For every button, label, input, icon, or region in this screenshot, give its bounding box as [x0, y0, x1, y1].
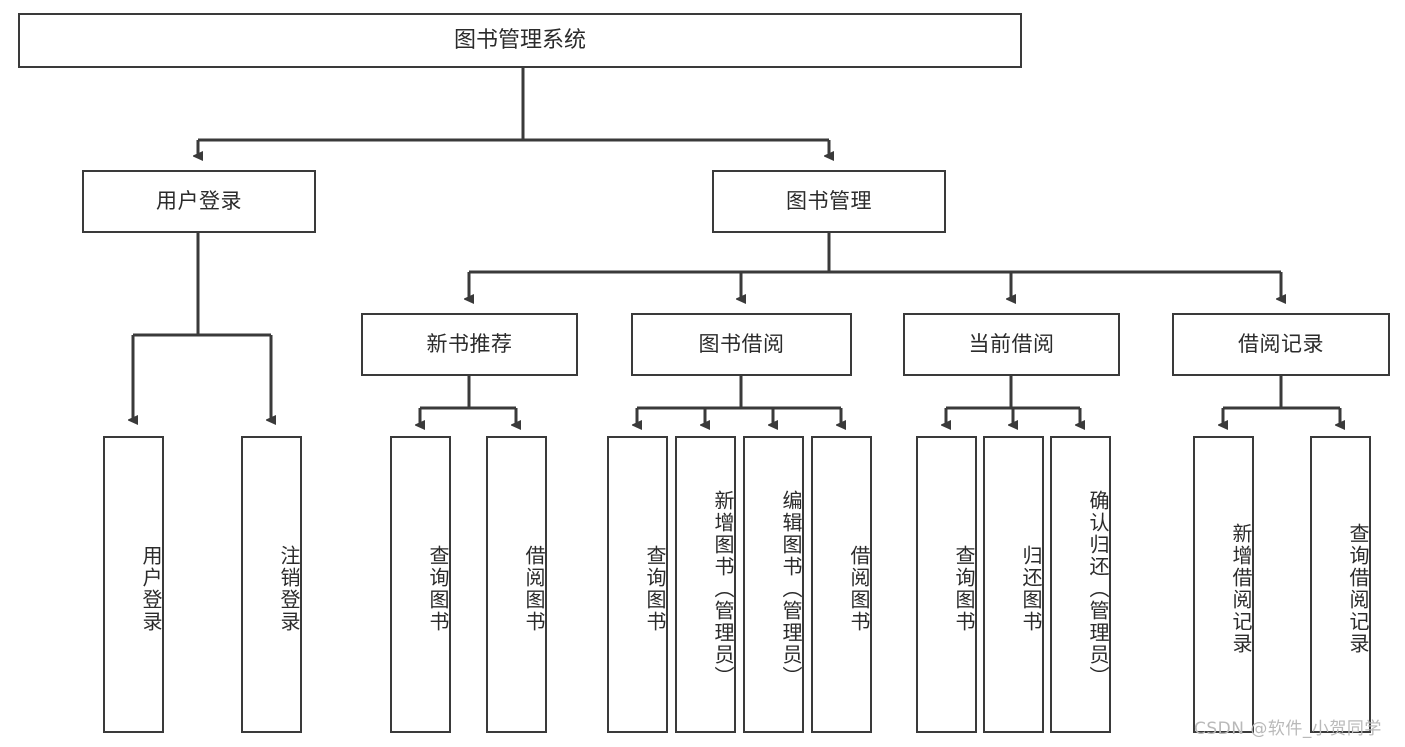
- node-root[interactable]: 图书管理系统: [18, 13, 1022, 68]
- leaf-label: 借阅图书: [522, 544, 546, 633]
- node-root-label: 图书管理系统: [453, 27, 586, 53]
- node-current-borrowing-label: 当前借阅: [968, 332, 1055, 357]
- leaf-label: 注销登录: [277, 544, 301, 633]
- leaf-borrow-add-book-admin[interactable]: 新增图书（管理员）: [675, 436, 736, 733]
- leaf-label: 借阅图书: [847, 544, 871, 633]
- node-borrowing-records-label: 借阅记录: [1238, 332, 1324, 357]
- leaf-label: 编辑图书（管理员）: [779, 489, 803, 688]
- leaf-label: 查询借阅记录: [1346, 522, 1370, 655]
- node-borrowing-records[interactable]: 借阅记录: [1172, 313, 1390, 376]
- leaf-current-query-books[interactable]: 查询图书: [916, 436, 977, 733]
- leaf-label: 确认归还（管理员）: [1086, 489, 1110, 688]
- leaf-user-login-signout[interactable]: 注销登录: [241, 436, 302, 733]
- node-current-borrowing[interactable]: 当前借阅: [903, 313, 1120, 376]
- leaf-borrow-edit-book-admin[interactable]: 编辑图书（管理员）: [743, 436, 804, 733]
- leaf-newbook-query-books[interactable]: 查询图书: [390, 436, 451, 733]
- leaf-borrow-query-books[interactable]: 查询图书: [607, 436, 668, 733]
- node-new-book-recommendation-label: 新书推荐: [426, 332, 513, 357]
- leaf-record-add-record[interactable]: 新增借阅记录: [1193, 436, 1254, 733]
- csdn-watermark: CSDN @软件_小贺同学: [1194, 719, 1382, 739]
- node-user-login-label: 用户登录: [156, 189, 242, 214]
- node-book-management[interactable]: 图书管理: [712, 170, 946, 233]
- node-book-borrowing-label: 图书借阅: [698, 332, 785, 357]
- node-book-borrowing[interactable]: 图书借阅: [631, 313, 852, 376]
- leaf-label: 新增借阅记录: [1229, 522, 1253, 655]
- leaf-label: 归还图书: [1019, 544, 1043, 633]
- leaf-current-confirm-return-admin[interactable]: 确认归还（管理员）: [1050, 436, 1111, 733]
- leaf-user-login-signin[interactable]: 用户登录: [103, 436, 164, 733]
- node-book-management-label: 图书管理: [786, 189, 872, 214]
- leaf-current-return-books[interactable]: 归还图书: [983, 436, 1044, 733]
- leaf-label: 查询图书: [426, 544, 450, 633]
- leaf-record-query-record[interactable]: 查询借阅记录: [1310, 436, 1371, 733]
- leaf-label: 查询图书: [643, 544, 667, 633]
- leaf-label: 用户登录: [139, 544, 163, 633]
- leaf-label: 新增图书（管理员）: [711, 489, 735, 688]
- leaf-newbook-borrow-books[interactable]: 借阅图书: [486, 436, 547, 733]
- leaf-label: 查询图书: [952, 544, 976, 633]
- leaf-borrow-borrow-books[interactable]: 借阅图书: [811, 436, 872, 733]
- node-user-login[interactable]: 用户登录: [82, 170, 316, 233]
- node-new-book-recommendation[interactable]: 新书推荐: [361, 313, 578, 376]
